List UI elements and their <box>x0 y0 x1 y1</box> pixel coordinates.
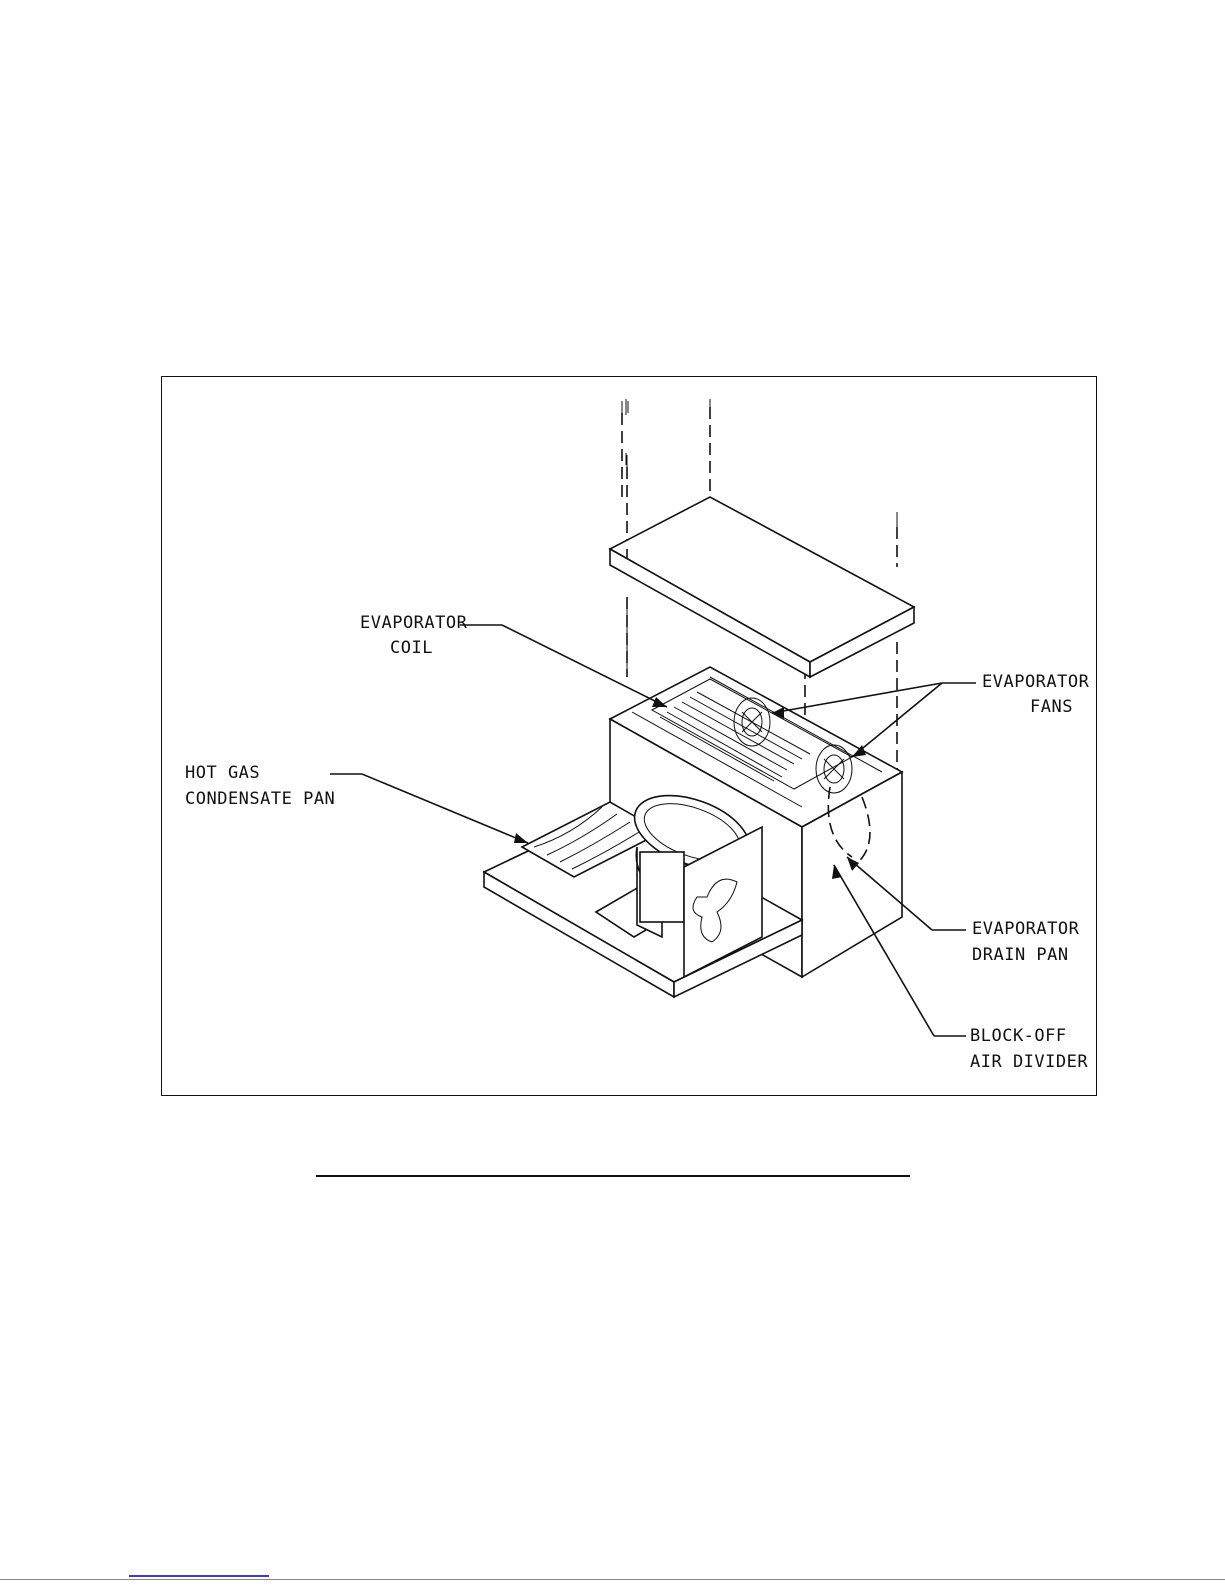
label-hot-gas-condensate-pan: HOT GAS CONDENSATE PAN <box>185 763 335 809</box>
footer-rule <box>0 1579 1225 1580</box>
label-hot-gas-line2: CONDENSATE PAN <box>185 789 335 809</box>
label-evaporator-fans: EVAPORATOR FANS <box>982 672 1090 717</box>
label-block-off-line1: BLOCK-OFF <box>970 1026 1067 1046</box>
label-evaporator-coil-line2: COIL <box>390 638 433 658</box>
label-evaporator-drain-pan: EVAPORATOR DRAIN PAN <box>972 919 1080 965</box>
footer-link[interactable] <box>129 1575 269 1577</box>
exploded-view-diagram: EVAPORATOR COIL EVAPORATOR FANS HOT GAS … <box>162 377 1098 1097</box>
label-evaporator-fans-line2: FANS <box>1030 697 1073 717</box>
label-evaporator-coil-line1: EVAPORATOR <box>360 613 468 633</box>
figure-frame: EVAPORATOR COIL EVAPORATOR FANS HOT GAS … <box>161 376 1097 1096</box>
label-drain-pan-line1: EVAPORATOR <box>972 919 1080 939</box>
caption-rule <box>316 1175 910 1177</box>
label-block-off-air-divider: BLOCK-OFF AIR DIVIDER <box>970 1026 1088 1072</box>
label-evaporator-coil: EVAPORATOR COIL <box>360 613 468 658</box>
label-evaporator-fans-line1: EVAPORATOR <box>982 672 1090 692</box>
top-cover-panel <box>610 497 914 677</box>
label-hot-gas-line1: HOT GAS <box>185 763 260 783</box>
label-block-off-line2: AIR DIVIDER <box>970 1052 1088 1072</box>
label-drain-pan-line2: DRAIN PAN <box>972 945 1069 965</box>
